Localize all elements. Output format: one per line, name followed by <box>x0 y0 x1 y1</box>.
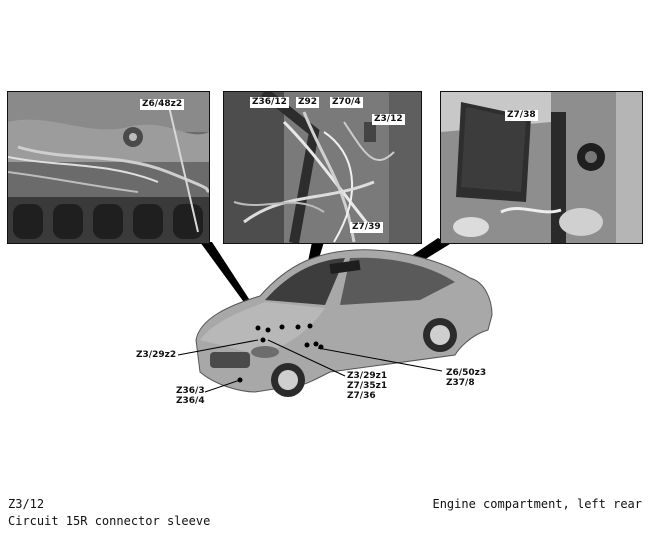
photo-engine-left <box>7 91 210 244</box>
callout-z70-4: Z70/4 <box>330 97 363 108</box>
component-location: Engine compartment, left rear <box>432 497 642 511</box>
location-dot-6 <box>260 337 266 343</box>
callout-z7-39: Z7/39 <box>350 222 383 233</box>
car-headlight <box>251 346 279 358</box>
location-dot-1 <box>255 325 261 331</box>
leader-z6-50z3 <box>317 347 443 372</box>
car-hood <box>200 302 325 355</box>
car-grille <box>210 352 250 368</box>
car-front-wheel-rim <box>278 370 298 390</box>
component-id: Z3/12 <box>8 497 45 511</box>
photo-engine-right <box>440 91 643 244</box>
location-dot-7 <box>304 342 310 348</box>
car-sunroof <box>329 259 361 275</box>
photo-engine-left-image <box>8 92 209 243</box>
car-label-z36-4: Z36/4 <box>176 396 205 406</box>
location-dot-8 <box>313 341 319 347</box>
car-label-z7-35z1: Z7/35z1 <box>347 381 388 391</box>
location-dot-2 <box>265 327 271 333</box>
location-dot-4 <box>295 324 301 330</box>
location-dot-5 <box>307 323 313 329</box>
callout-z92: Z92 <box>296 97 320 108</box>
leader-z3-29z1 <box>267 339 346 377</box>
car-label-z3-29z2: Z3/29z2 <box>136 350 177 360</box>
car-rear-wheel-rim <box>430 325 450 345</box>
component-name: Circuit 15R connector sleeve <box>8 514 211 528</box>
callout-z3-12: Z3/12 <box>372 114 405 125</box>
leader-z36 <box>204 379 241 393</box>
callout-z36-12: Z36/12 <box>250 97 289 108</box>
leader-z3-29z2 <box>177 339 259 356</box>
car-label-z36-3: Z36/3 <box>176 386 205 396</box>
callout-z6-48z2: Z6/48z2 <box>140 99 185 110</box>
car-label-z37-8: Z37/8 <box>446 378 475 388</box>
car-windshield <box>265 258 345 305</box>
car-side-window <box>340 257 455 305</box>
car-label-z7-36: Z7/36 <box>347 391 376 401</box>
location-dot-3 <box>279 324 285 330</box>
car-label-z3-29z1: Z3/29z1 <box>347 371 388 381</box>
car-label-z6-50z3: Z6/50z3 <box>446 368 487 378</box>
callout-z7-38: Z7/38 <box>505 110 538 121</box>
photo-engine-right-image <box>441 92 642 243</box>
